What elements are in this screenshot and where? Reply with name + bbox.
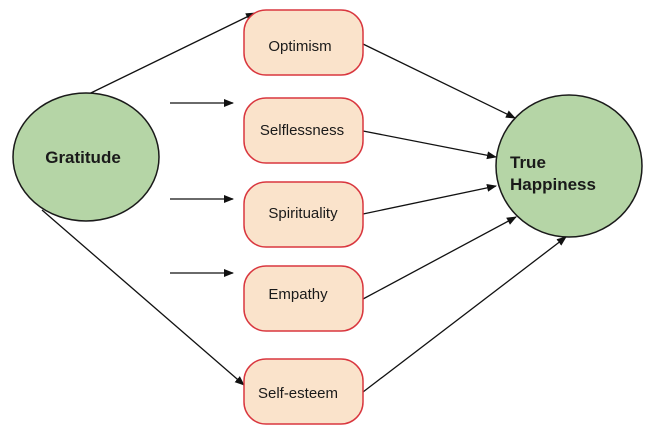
- spirituality-box: [243, 181, 364, 248]
- true-happiness-label-line2: Happiness: [510, 175, 596, 194]
- edge-self-esteem-happiness: [362, 236, 567, 393]
- edge-gratitude-self-esteem: [41, 209, 245, 386]
- optimism-label: Optimism: [268, 38, 331, 55]
- edges: [41, 12, 567, 393]
- true-happiness-label-line1: True: [510, 153, 546, 172]
- node-spirituality: Spirituality: [243, 181, 364, 248]
- node-selflessness: Selflessness: [243, 97, 364, 164]
- node-true-happiness: True Happiness: [495, 94, 643, 238]
- selflessness-label: Selflessness: [260, 122, 344, 139]
- edge-optimism-happiness: [362, 43, 516, 119]
- node-optimism: Optimism: [243, 9, 364, 76]
- edge-gratitude-optimism: [59, 12, 256, 109]
- empathy-box: [243, 265, 364, 332]
- node-self-esteem: Self-esteem: [243, 358, 364, 425]
- true-happiness-circle: [495, 94, 643, 238]
- selflessness-box: [243, 97, 364, 164]
- self-esteem-label: Self-esteem: [258, 385, 338, 402]
- edge-spirituality-happiness: [362, 183, 497, 215]
- optimism-box: [243, 9, 364, 76]
- self-esteem-box: [243, 358, 364, 425]
- gratitude-circle: [12, 92, 160, 222]
- node-empathy: Empathy: [243, 265, 364, 332]
- node-gratitude: Gratitude: [12, 92, 160, 222]
- gratitude-label: Gratitude: [45, 148, 121, 167]
- edge-selflessness-happiness: [362, 130, 497, 160]
- edge-empathy-happiness: [362, 216, 517, 300]
- empathy-label: Empathy: [268, 286, 328, 303]
- spirituality-label: Spirituality: [268, 205, 338, 222]
